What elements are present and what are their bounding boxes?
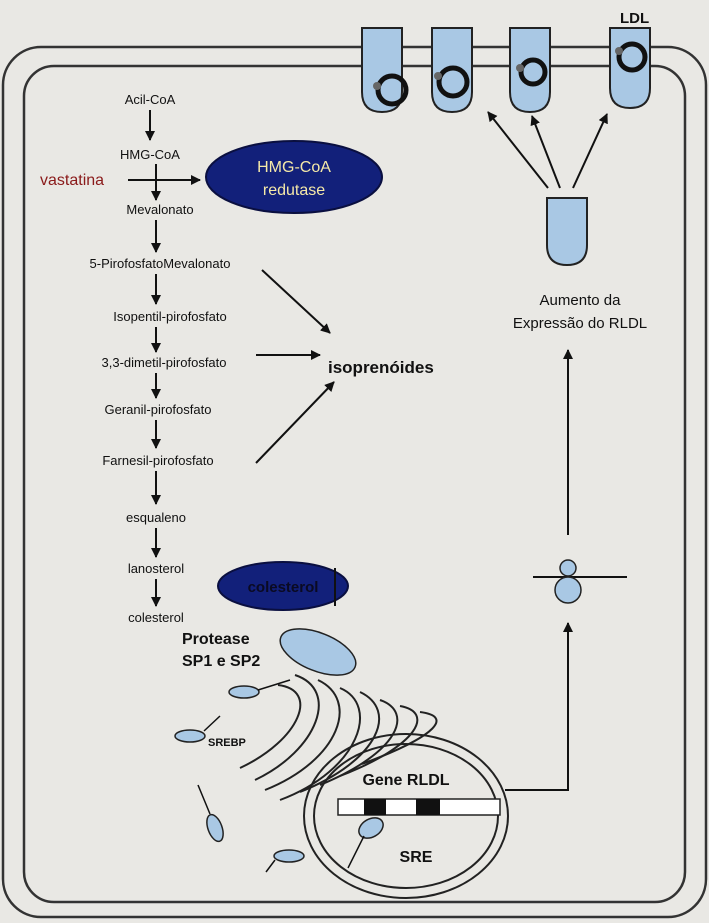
arrow-pirofosfato-isoprenoides [262,270,330,333]
acil-coa-label: Acil-CoA [125,92,176,107]
protease-line1: Protease [182,631,250,648]
ldl-label: LDL [620,10,649,27]
pirofosfatomevalonato-label: 5-PirofosfatoMevalonato [90,256,231,271]
nucleus-outer [304,734,508,898]
geranil-label: Geranil-pirofosfato [105,402,212,417]
arrow-to-receptor-4 [573,114,607,188]
arrow-nucleus-to-srebp [505,623,568,790]
ldl-receptor-3 [510,28,550,112]
srebp-label: SREBP [208,737,246,749]
isoprenoides-label: isoprenóides [328,358,434,377]
protease-line2: SP1 e SP2 [182,653,260,670]
srebp-fragment-3 [198,785,226,844]
arrow-to-receptor-3 [532,116,560,188]
nucleus-inner [314,744,498,888]
hmg-coa-label: HMG-CoA [120,147,180,162]
farnesil-label: Farnesil-pirofosfato [102,453,213,468]
mevalonato-label: Mevalonato [126,202,193,217]
enzyme-line2: redutase [263,182,325,199]
expression-line1: Aumento da [540,292,622,309]
expression-line2: Expressão do RLDL [513,315,647,332]
srebp-bound-to-sre [348,814,387,868]
ldl-receptor-2 [432,28,472,112]
ldl-receptor-4 [610,28,650,108]
lanosterol-label: lanosterol [128,561,184,576]
cholesterol-oval-text: colesterol [248,579,319,596]
enzyme-line1: HMG-CoA [257,159,331,176]
ldl-receptor-1 [362,28,406,112]
vastatina-label: vastatina [40,172,104,189]
srebp-fragment-1 [229,680,290,698]
arrow-to-receptor-2 [488,112,548,188]
dimetil-label: 3,3-dimetil-pirofosfato [102,355,227,370]
hmg-coa-reductase-enzyme [206,141,382,213]
dna-strand [338,799,500,815]
sre-label: SRE [400,849,433,866]
protease-oval [274,619,362,684]
gene-rldl-label: Gene RLDL [362,772,449,789]
srebp-nuclear-icon [533,560,627,603]
new-receptor-cup [547,198,587,265]
colesterol-label: colesterol [128,610,184,625]
srebp-fragment-4 [266,850,304,872]
esqualeno-label: esqualeno [126,510,186,525]
arrow-farnesil-isoprenoides [256,382,334,463]
isopentil-label: Isopentil-pirofosfato [113,309,226,324]
